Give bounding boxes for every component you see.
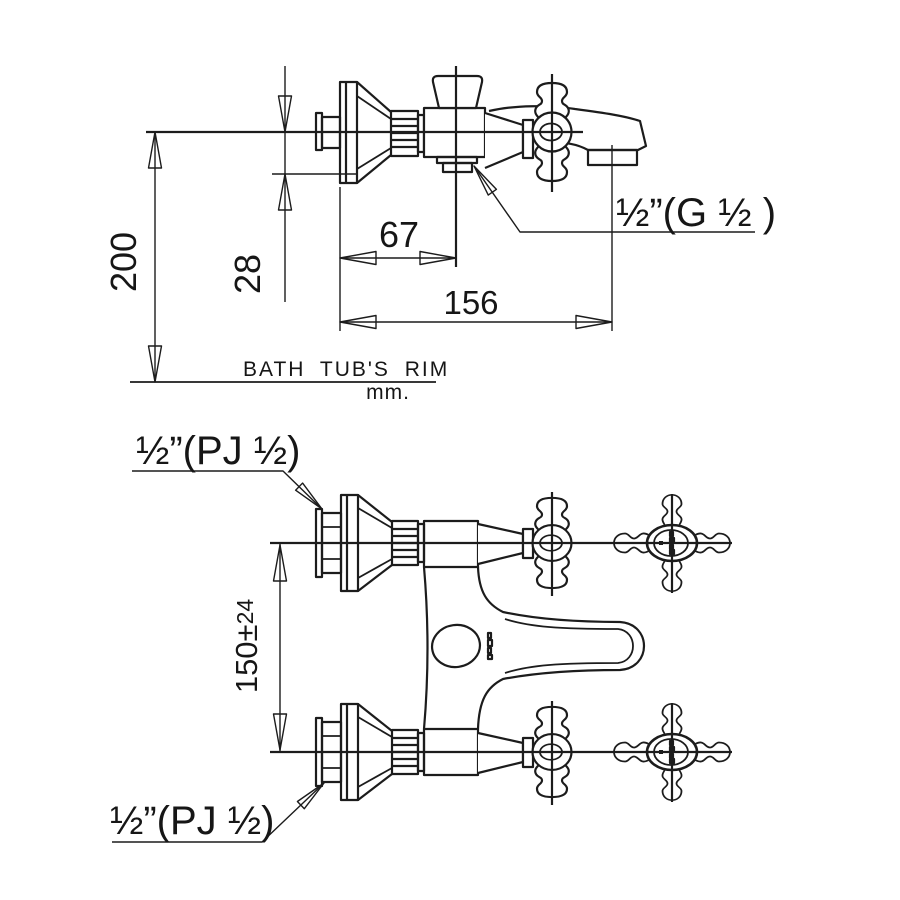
stem-ring — [521, 118, 535, 160]
dim-28: 28 — [227, 66, 356, 302]
unit-caption: mm. — [366, 381, 410, 404]
leader-line — [112, 782, 325, 843]
dim-200-text: 200 — [103, 232, 144, 292]
pop-up-boss — [430, 623, 482, 669]
outlet-thread-label: ½”(G ½ ) — [616, 191, 776, 235]
spout — [488, 105, 648, 152]
rim-reference: BATH TUB'S RIM mm. — [130, 358, 449, 404]
outlet-thread-callout: ½”(G ½ ) — [468, 162, 776, 235]
knurled-nut — [389, 109, 426, 158]
inlet-thread-callout-bottom: ½”(PJ ½) — [110, 778, 329, 843]
faucet-plan-body — [314, 493, 645, 802]
brand-mark — [486, 631, 494, 661]
leader-line — [132, 470, 323, 510]
dim-28-text: 28 — [227, 254, 268, 294]
dim-150-text: 150±24 — [229, 599, 264, 694]
leader-line — [473, 165, 755, 233]
plan-view: 150±24 ½”(PJ ½) ½”(PJ ½) — [110, 429, 732, 843]
inlet-thread-label-top: ½”(PJ ½) — [136, 429, 300, 473]
dim-150: 150±24 — [229, 543, 288, 752]
dim-156: 156 — [338, 145, 614, 331]
centerlines-plan — [270, 492, 732, 805]
dim-200: 200 — [103, 130, 163, 384]
centerlines-side — [146, 66, 583, 267]
rim-caption: BATH TUB'S RIM — [243, 358, 449, 381]
inlet-thread-label-bottom: ½”(PJ ½) — [110, 799, 274, 843]
inlet-thread-callout-top: ½”(PJ ½) — [132, 429, 327, 514]
dim-67-text: 67 — [379, 214, 419, 255]
mixer-body — [422, 566, 645, 730]
diverter-knob — [431, 74, 484, 110]
side-view: 200 28 67 156 BATH TU — [103, 66, 776, 404]
faucet-side-body — [314, 74, 648, 185]
dim-156-text: 156 — [443, 284, 498, 321]
dim-67: 67 — [338, 187, 458, 331]
handle-stem — [484, 111, 525, 170]
